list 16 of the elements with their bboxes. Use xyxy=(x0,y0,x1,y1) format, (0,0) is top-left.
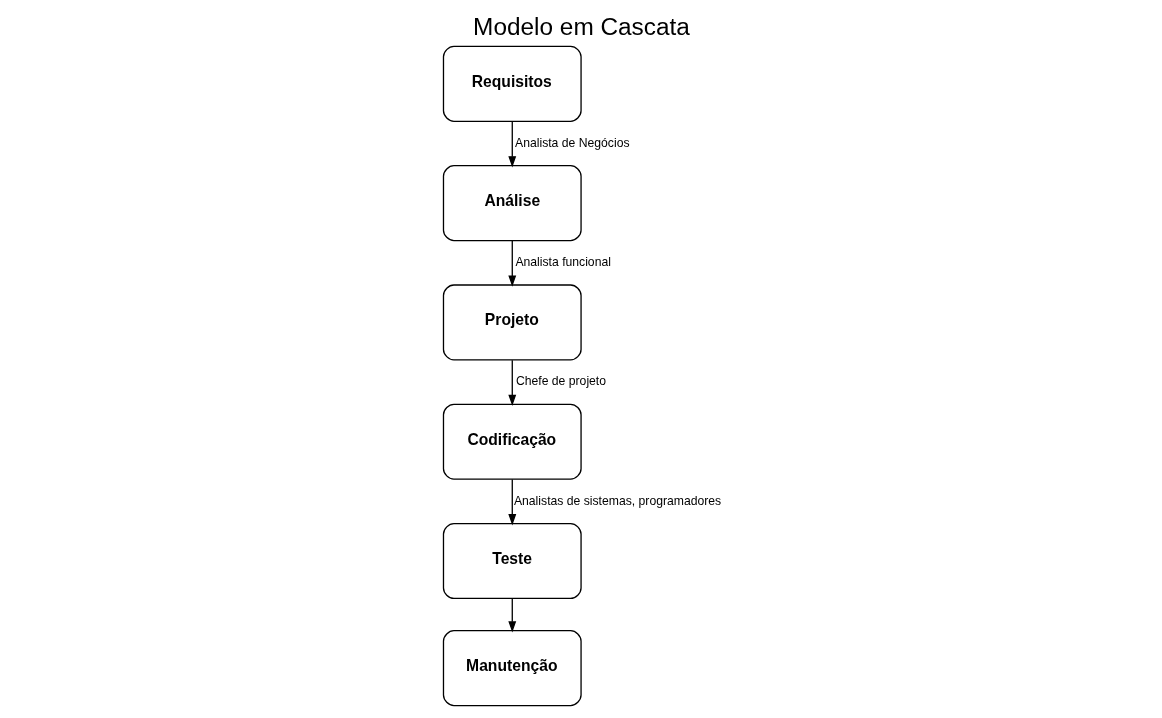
edge-label: Chefe de projeto xyxy=(515,374,606,389)
edge-label: Analistas de sistemas, programadores xyxy=(513,493,721,508)
edge-label: Analista funcional xyxy=(514,255,611,269)
arrow xyxy=(507,120,516,168)
node-box: Manutenção xyxy=(442,630,582,707)
arrow xyxy=(507,478,516,526)
node-box: Requisitos xyxy=(442,45,582,122)
arrow xyxy=(507,359,516,407)
diagram-title: Modelo em Cascata xyxy=(472,13,690,41)
arrow xyxy=(507,598,516,633)
edge-label: Analista de Negócios xyxy=(514,135,630,150)
arrow xyxy=(507,240,516,287)
node-box: Análise xyxy=(442,165,582,242)
node-box: Codificação xyxy=(442,403,582,480)
node-box: Projeto xyxy=(442,284,582,361)
node-box: Teste xyxy=(442,522,582,600)
